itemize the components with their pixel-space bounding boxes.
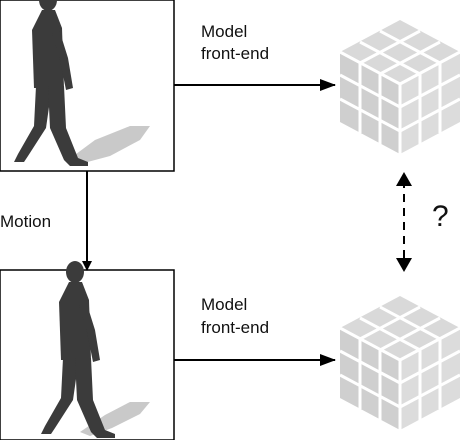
top-person-shadow	[68, 126, 150, 164]
bottom-model-label-line2: front-end	[201, 318, 270, 337]
voxel-cube-icon	[338, 18, 462, 156]
top-model-label-line1: Model	[201, 22, 248, 41]
top-model-label-line2: front-end	[201, 44, 270, 63]
voxel-cube-icon	[338, 294, 462, 432]
comparison-arrow	[396, 172, 412, 272]
question-mark: ?	[432, 200, 449, 233]
bottom-model-label-line1: Model	[201, 295, 248, 314]
motion-label: Motion	[0, 212, 52, 231]
